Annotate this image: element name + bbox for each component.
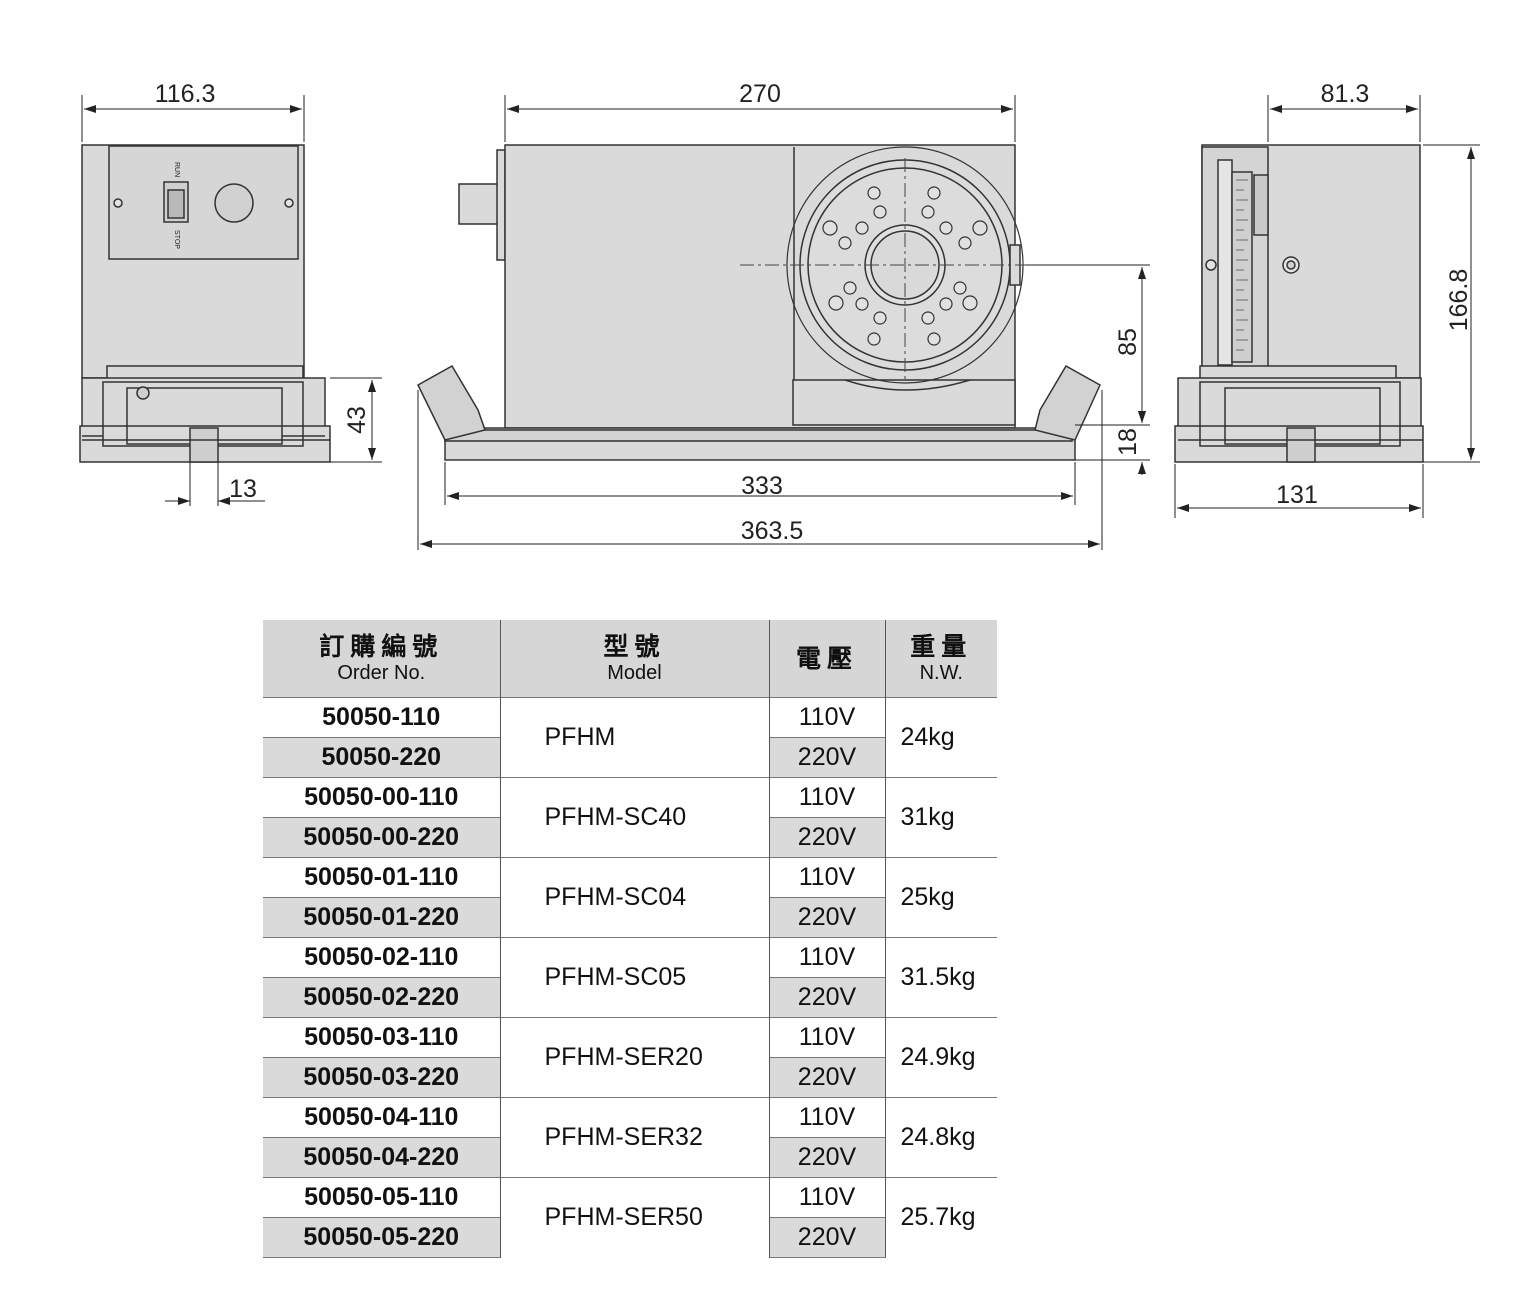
- voltage-cell: 110V: [769, 1177, 886, 1218]
- front-view: [79, 144, 331, 463]
- order-no: 50050-02-110: [263, 937, 500, 978]
- model-cell: PFHM-SC04: [499, 857, 770, 938]
- table-row: 50050-00-220 220V: [263, 817, 997, 858]
- table-row: 50050-04-220 220V: [263, 1137, 997, 1178]
- table-row: 50050-02-220 220V: [263, 977, 997, 1018]
- table-row: 50050-00-110 PFHM-SC40 110V 31kg: [263, 777, 997, 858]
- scale-ticks: [1236, 179, 1248, 351]
- dim-front-width: 116.3: [155, 80, 216, 108]
- model-cell: PFHM: [499, 697, 770, 778]
- table-row: 50050-110 PFHM 110V 24kg: [263, 697, 997, 778]
- order-no: 50050-04-110: [263, 1097, 500, 1138]
- voltage-cell: 220V: [769, 1057, 886, 1098]
- voltage-cell: 220V: [769, 817, 886, 858]
- weight-cell: 31kg: [885, 777, 997, 858]
- order-no: 50050-00-110: [263, 777, 500, 818]
- weight-cell: 25kg: [885, 857, 997, 938]
- dim-side-overall-length: 363.5: [741, 517, 804, 545]
- order-no: 50050-110: [263, 697, 500, 738]
- weight-cell: 31.5kg: [885, 937, 997, 1018]
- voltage-cell: 110V: [769, 1017, 886, 1058]
- voltage-cell: 110V: [769, 697, 886, 738]
- model-cell: PFHM-SER20: [499, 1017, 770, 1098]
- dim-side-center-height: 85: [1114, 328, 1142, 356]
- order-no: 50050-00-220: [263, 817, 500, 858]
- switch-labels: RUN STOP: [173, 162, 180, 249]
- voltage-cell: 220V: [769, 897, 886, 938]
- table-row: 50050-05-220 220V: [263, 1217, 997, 1258]
- order-no: 50050-01-220: [263, 897, 500, 938]
- order-no: 50050-04-220: [263, 1137, 500, 1178]
- model-cell: PFHM-SC05: [499, 937, 770, 1018]
- model-cell: PFHM-SER50: [499, 1177, 770, 1258]
- voltage-cell: 220V: [769, 1217, 886, 1258]
- voltage-cell: 220V: [769, 737, 886, 778]
- model-cell: PFHM-SER32: [499, 1097, 770, 1178]
- weight-cell: 24.9kg: [885, 1017, 997, 1098]
- order-no: 50050-03-220: [263, 1057, 500, 1098]
- technical-drawing: RUN STOP 116.3 43 13: [79, 80, 1480, 550]
- dim-front-base-height: 43: [343, 406, 371, 434]
- voltage-cell: 110V: [769, 777, 886, 818]
- voltage-cell: 220V: [769, 1137, 886, 1178]
- run-label: RUN: [173, 162, 180, 177]
- voltage-cell: 110V: [769, 1097, 886, 1138]
- table-row: 50050-05-110 PFHM-SER50 110V 25.7kg: [263, 1177, 997, 1258]
- table-row: 50050-04-110 PFHM-SER32 110V 24.8kg: [263, 1097, 997, 1178]
- order-no: 50050-02-220: [263, 977, 500, 1018]
- model-cell: PFHM-SC40: [499, 777, 770, 858]
- table-row: 50050-03-110 PFHM-SER20 110V 24.9kg: [263, 1017, 997, 1098]
- header-voltage: 電壓: [769, 620, 886, 698]
- voltage-cell: 220V: [769, 977, 886, 1018]
- table-row: 50050-01-110 PFHM-SC04 110V 25kg: [263, 857, 997, 938]
- side-view: [417, 144, 1101, 461]
- weight-cell: 24kg: [885, 697, 997, 778]
- order-no: 50050-05-110: [263, 1177, 500, 1218]
- table-row: 50050-03-220 220V: [263, 1057, 997, 1098]
- table-row: 50050-01-220 220V: [263, 897, 997, 938]
- order-no: 50050-01-110: [263, 857, 500, 898]
- voltage-cell: 110V: [769, 937, 886, 978]
- dim-side-top-width: 270: [739, 80, 781, 108]
- dim-right-top-width: 81.3: [1321, 80, 1370, 108]
- stop-label: STOP: [173, 230, 180, 249]
- chuck-holes: [822, 186, 988, 346]
- order-no: 50050-05-220: [263, 1217, 500, 1258]
- voltage-cell: 110V: [769, 857, 886, 898]
- table-row: 50050-02-110 PFHM-SC05 110V 31.5kg: [263, 937, 997, 1018]
- table-row: 50050-220 220V: [263, 737, 997, 778]
- dim-right-base-width: 131: [1276, 481, 1318, 509]
- weight-cell: 24.8kg: [885, 1097, 997, 1178]
- order-no: 50050-03-110: [263, 1017, 500, 1058]
- dim-front-slot: 13: [229, 475, 257, 503]
- order-no: 50050-220: [263, 737, 500, 778]
- right-view: [1174, 144, 1424, 463]
- dim-side-base-length: 333: [741, 472, 783, 500]
- weight-cell: 25.7kg: [885, 1177, 997, 1258]
- dim-side-base-height: 18: [1114, 428, 1142, 456]
- dim-right-height: 166.8: [1445, 269, 1473, 332]
